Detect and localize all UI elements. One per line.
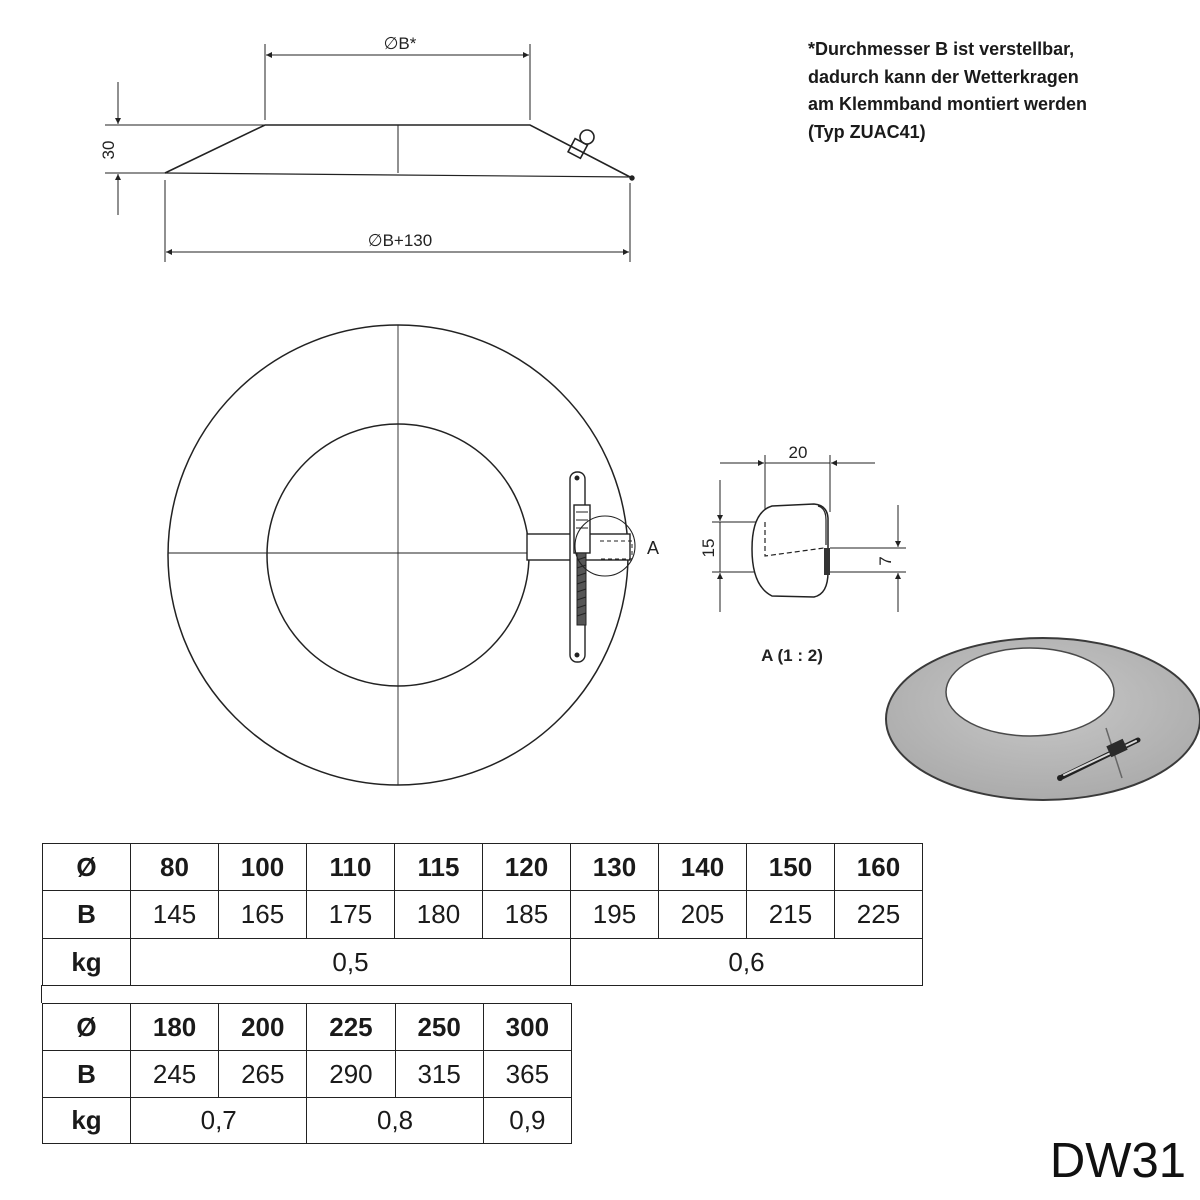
row-label-b: B [42,890,131,939]
table-cell: 150 [746,843,835,891]
collar-render-opening [945,647,1115,737]
table-cell: 180 [394,890,483,939]
table-cell: 225 [834,890,923,939]
dimension-label-width: 20 [789,443,808,462]
dimension-label-offset: 7 [876,556,895,565]
collar-edge-point [629,175,635,181]
detail-marker-label: A [647,538,659,558]
table-cell-weight: 0,6 [570,938,923,986]
collar-render [885,637,1200,801]
table-cell: 290 [306,1050,396,1098]
table-row-diameter: Ø 180 200 225 250 300 [42,1003,573,1051]
detail-band-end [824,548,830,575]
detail-title: A (1 : 2) [761,646,823,665]
collar-base-line [164,172,633,178]
table-cell: 200 [218,1003,308,1051]
table-cell: 195 [570,890,659,939]
note-line: *Durchmesser B ist verstellbar, [808,39,1075,59]
detail-clamp-section [751,503,829,598]
table-row-b: B 145 165 175 180 185 195 205 215 225 [42,890,923,939]
table-cell-weight: 0,8 [306,1097,484,1144]
product-code: DW31 [1049,1134,1186,1188]
collar-render-clamp-icon [1057,727,1141,781]
table-cell: 250 [394,1003,484,1051]
hidden-edge [600,540,633,560]
table-cell: 115 [394,843,483,891]
note-line: (Typ ZUAC41) [808,121,926,142]
table-row-kg: kg 0,7 0,8 0,9 [42,1097,573,1144]
hidden-edge [764,522,825,557]
table-row-b: B 245 265 290 315 365 [42,1050,573,1098]
table-cell-weight: 0,7 [129,1097,308,1144]
clamp-top-icon [526,471,633,663]
table-cell: 80 [130,843,219,891]
note-line: dadurch kann der Wetterkragen [808,66,1079,87]
dimension-label-depth: 15 [699,539,718,558]
row-label-kg: kg [42,1097,131,1144]
table-cell: 140 [658,843,747,891]
top-view: A [167,324,659,786]
table-cell: 180 [129,1003,220,1051]
row-label-kg: kg [42,938,131,986]
dimension-label-b: ∅B* [384,34,417,53]
table-cell: 130 [570,843,659,891]
table-cell: 110 [306,843,395,891]
row-label-b: B [42,1050,131,1098]
dimension-label-height: 30 [99,141,118,160]
detail-circle [574,515,636,577]
table-cell: 265 [218,1050,308,1098]
table-cell-weight: 0,9 [482,1097,573,1144]
table-cell: 165 [218,890,307,939]
table-connector-line [41,985,42,1003]
clamp-side-icon [566,129,595,160]
table-cell: 205 [658,890,747,939]
dimension-label-outer: ∅B+130 [368,231,432,250]
table-row-diameter: Ø 80 100 110 115 120 130 140 150 160 [42,843,923,891]
table-cell: 175 [306,890,395,939]
row-label-diameter: Ø [42,1003,131,1051]
table-cell: 185 [482,890,571,939]
table-cell: 225 [306,1003,396,1051]
table-cell-weight: 0,5 [130,938,571,986]
table-cell: 365 [482,1050,573,1098]
table-cell: 120 [482,843,571,891]
detail-view: 20 15 7 A (1 : 2) [699,443,906,665]
table-cell: 215 [746,890,835,939]
table-cell: 160 [834,843,923,891]
table-cell: 245 [129,1050,220,1098]
table-cell: 300 [482,1003,573,1051]
row-label-diameter: Ø [42,843,131,891]
adjustable-diameter-note: *Durchmesser B ist verstellbar, dadurch … [808,36,1087,146]
table-cell: 315 [394,1050,484,1098]
table-cell: 145 [130,890,219,939]
spec-table-2: Ø 180 200 225 250 300 B 245 265 290 315 … [42,1003,573,1144]
spec-table-1: Ø 80 100 110 115 120 130 140 150 160 B 1… [42,843,923,986]
note-line: am Klemmband montiert werden [808,94,1088,114]
side-view: ∅B* 30 ∅B+130 [99,34,635,262]
table-cell: 100 [218,843,307,891]
table-row-kg: kg 0,5 0,6 [42,938,923,986]
